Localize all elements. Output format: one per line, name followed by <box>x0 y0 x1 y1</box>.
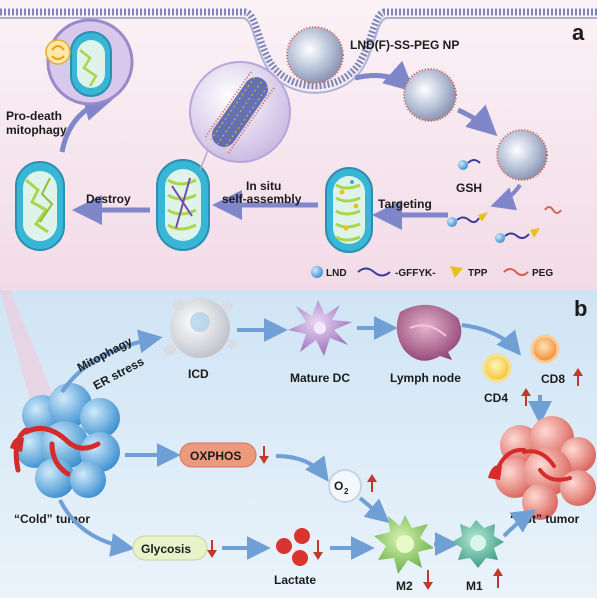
panel-a: LND(F)-SS-PEG NP a GSH Targeting <box>0 0 597 290</box>
mitochondrion-assembled <box>156 159 210 251</box>
oxphos-box <box>179 442 257 468</box>
legend-lnd-label: LND <box>326 268 347 279</box>
self-assembly-label-2: self-assembly <box>222 192 302 206</box>
legend-peg-label: PEG <box>532 268 553 279</box>
mature-dc-label: Mature DC <box>290 371 350 385</box>
lactate-molecules <box>276 528 310 566</box>
panel-b: b “Cold” tumor Mitophagy ER stress <box>0 290 597 598</box>
o2-up-arrow <box>367 474 377 492</box>
lnd-molecule <box>458 160 468 170</box>
m2-label: M2 <box>396 579 413 593</box>
mature-dc-cell <box>288 300 352 356</box>
cd4-cell <box>482 353 512 383</box>
targeting-label: Targeting <box>378 197 432 211</box>
peptide-chain <box>504 232 530 240</box>
autophagosome <box>46 18 134 106</box>
lnd-molecule <box>495 233 505 243</box>
released-molecules <box>447 159 562 243</box>
lnd-molecule <box>447 217 457 227</box>
nanoparticle-entering <box>286 26 344 84</box>
cd8-label: CD8 <box>541 372 565 386</box>
lysosome-icon <box>45 39 71 65</box>
oxphos-down-arrow <box>259 446 269 464</box>
self-assembly-label-1: In situ <box>246 179 281 193</box>
gsh-label: GSH <box>456 181 482 195</box>
cd8-up-arrow <box>573 368 583 386</box>
cd8-cell <box>530 334 560 364</box>
arrow-np2-to-np3 <box>456 104 498 137</box>
icd-cell <box>164 298 237 358</box>
icd-label: ICD <box>188 367 209 381</box>
tpp-molecule <box>478 212 488 222</box>
lymph-node-label: Lymph node <box>390 371 461 385</box>
mitochondrion-destroyed <box>15 161 65 251</box>
cell-membrane-inner <box>0 17 597 94</box>
arrow-to-glycosis <box>58 499 135 557</box>
cd4-up-arrow <box>521 388 531 406</box>
pro-death-label-1: Pro-death <box>6 109 62 123</box>
arrow-o2-to-m2 <box>358 496 390 524</box>
o2-subscript: 2 <box>344 487 349 496</box>
arrow-m1-to-hot-tumor <box>502 509 536 538</box>
m1-macrophage <box>452 520 504 568</box>
o2-bubble <box>328 469 362 503</box>
m1-label: M1 <box>466 579 483 593</box>
arrow-oxphos-to-o2 <box>275 454 329 482</box>
lactate-down-arrow <box>313 540 323 560</box>
arrow-to-icd <box>60 329 163 394</box>
glycosis-box <box>132 535 208 561</box>
panel-a-letter: a <box>572 20 585 45</box>
np-label: LND(F)-SS-PEG NP <box>350 38 459 52</box>
cell-membrane <box>0 8 597 90</box>
panel-b-letter: b <box>574 296 587 321</box>
m2-macrophage <box>374 515 434 574</box>
lactate-label: Lactate <box>274 573 316 587</box>
fiber-zoom-bubble <box>189 61 291 171</box>
oxphos-label: OXPHOS <box>190 449 241 463</box>
peg-chain <box>544 206 562 214</box>
nanoparticle-cytosol <box>403 68 457 122</box>
m2-down-arrow <box>423 570 433 590</box>
nanoparticle-cytosol-2 <box>496 129 548 181</box>
zoom-cone <box>0 290 55 400</box>
legend-tpp-icon <box>450 266 463 278</box>
o2-label: O <box>334 479 343 493</box>
legend-peptide-icon <box>357 267 391 277</box>
legend-peptide-label: -GFFYK- <box>395 268 436 279</box>
peptide-chain <box>456 216 480 224</box>
m1-up-arrow <box>493 568 503 588</box>
panel-a-legend: LND -GFFYK- TPP PEG <box>311 266 553 279</box>
tpp-molecule <box>530 228 540 238</box>
peptide-chain <box>467 159 481 164</box>
pro-death-label-2: mitophagy <box>6 123 67 137</box>
glycosis-label: Glycosis <box>141 542 191 556</box>
arrow-gsh <box>490 183 522 211</box>
legend-tpp-label: TPP <box>468 268 488 279</box>
arrow-lymph-to-t-cells <box>461 323 522 356</box>
legend-peg-icon <box>503 268 529 276</box>
legend-lnd-icon <box>311 266 323 278</box>
cd4-label: CD4 <box>484 391 508 405</box>
glycosis-down-arrow <box>207 540 217 558</box>
mitochondrion-targeted <box>325 167 373 253</box>
lymph-node <box>396 304 462 361</box>
cold-tumor <box>10 383 120 498</box>
destroy-label: Destroy <box>86 192 131 206</box>
